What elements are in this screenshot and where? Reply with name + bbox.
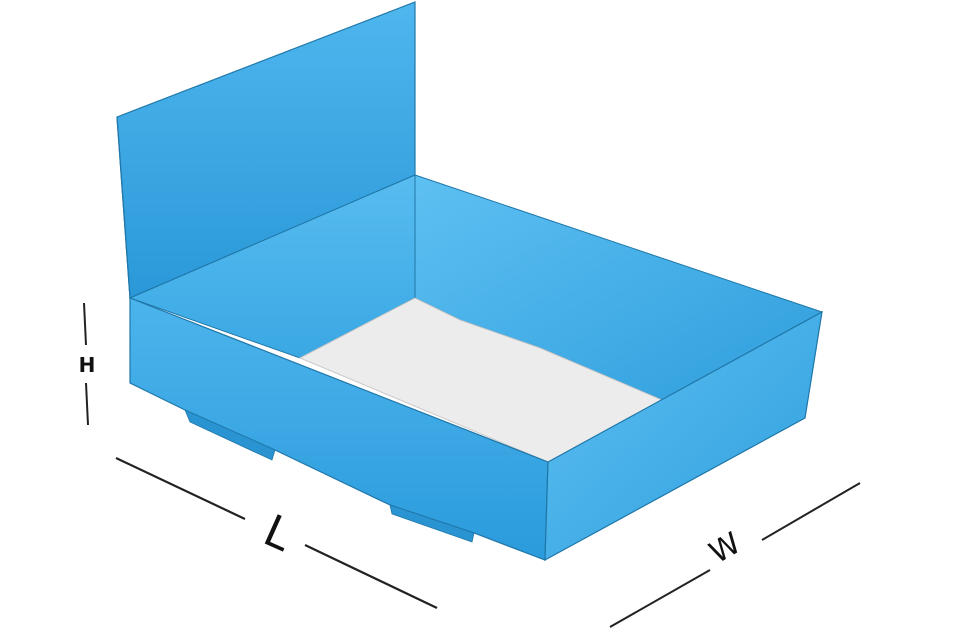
back-panel-edge	[116, 116, 131, 299]
height-dimension-line-top	[83, 302, 87, 346]
width-label: W	[704, 526, 747, 571]
right-wall	[544, 310, 823, 562]
height-label: H	[79, 353, 96, 377]
bottom-tab-right	[389, 504, 475, 543]
length-label: L	[256, 505, 300, 562]
height-dimension-line-bottom	[85, 382, 89, 426]
length-dimension-line-left	[115, 457, 246, 520]
width-dimension-line-left	[609, 569, 711, 628]
bottom-tab-left	[184, 409, 276, 461]
length-dimension-line-right	[304, 544, 438, 609]
width-dimension-line-right	[761, 482, 861, 541]
